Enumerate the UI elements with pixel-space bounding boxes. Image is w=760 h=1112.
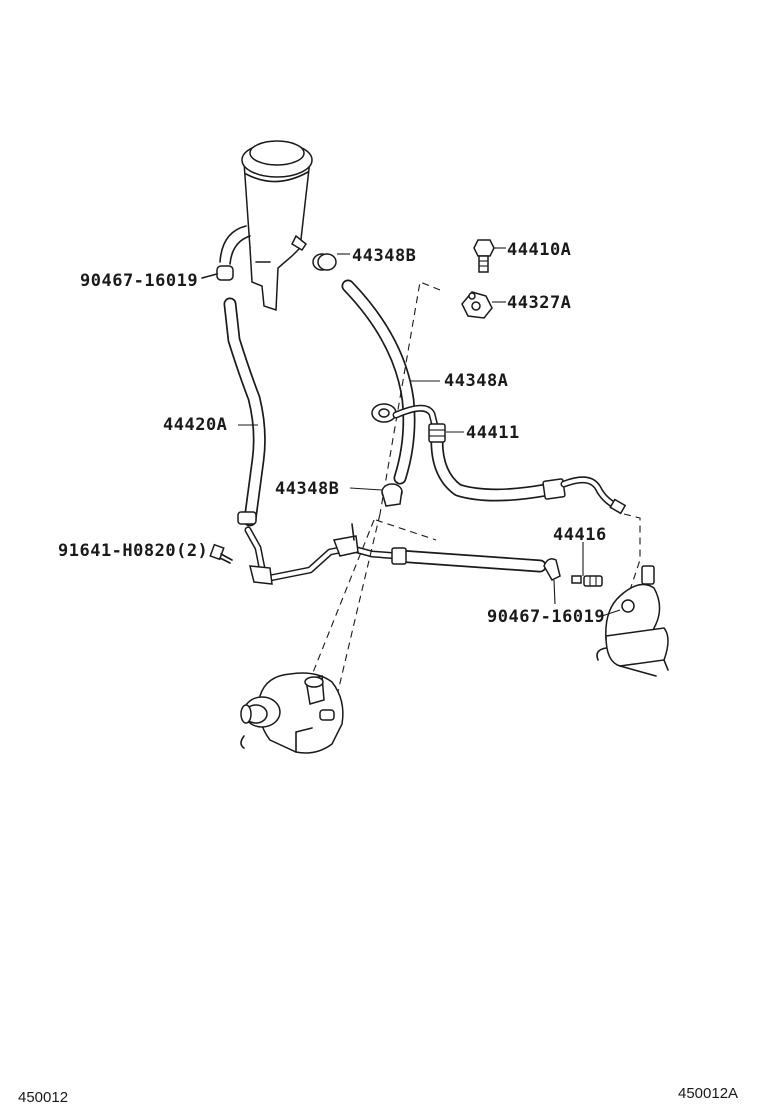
bolt bbox=[209, 543, 233, 564]
label-tube-union: 44416 bbox=[553, 525, 607, 545]
hose-clamp-reservoir bbox=[201, 265, 234, 281]
label-bolt: 91641-H0820(2) bbox=[58, 541, 208, 561]
reservoir-tank bbox=[219, 140, 313, 312]
return-hose bbox=[341, 279, 440, 485]
label-clamp-gear: 90467-16019 bbox=[487, 607, 605, 627]
union-bolt bbox=[473, 239, 506, 273]
label-clamp-lower: 44348B bbox=[275, 479, 339, 499]
pressure-tube bbox=[371, 403, 627, 515]
footer-right-code: 450012A bbox=[678, 1085, 738, 1102]
footer-left-code: 450012 bbox=[18, 1089, 68, 1106]
return-tube-assembly bbox=[244, 523, 547, 585]
label-clamp-reservoir: 90467-16019 bbox=[80, 271, 198, 291]
label-gasket: 44327A bbox=[507, 293, 571, 313]
tube-union bbox=[571, 542, 603, 587]
hose-clamp-suction bbox=[237, 511, 257, 525]
steering-gear bbox=[596, 565, 669, 677]
label-suction-hose: 44420A bbox=[163, 415, 227, 435]
hose-clamp-lower bbox=[349, 483, 403, 507]
power-steering-pump bbox=[240, 513, 437, 754]
label-clamp-upper: 44348B bbox=[352, 246, 416, 266]
label-return-hose: 44348A bbox=[444, 371, 508, 391]
hose-clamp-gear bbox=[543, 558, 561, 605]
suction-hose bbox=[223, 297, 266, 527]
label-pressure-tube: 44411 bbox=[466, 423, 520, 443]
hose-clamp-upper bbox=[312, 253, 350, 271]
label-union-bolt: 44410A bbox=[507, 240, 571, 260]
gasket bbox=[461, 291, 506, 319]
